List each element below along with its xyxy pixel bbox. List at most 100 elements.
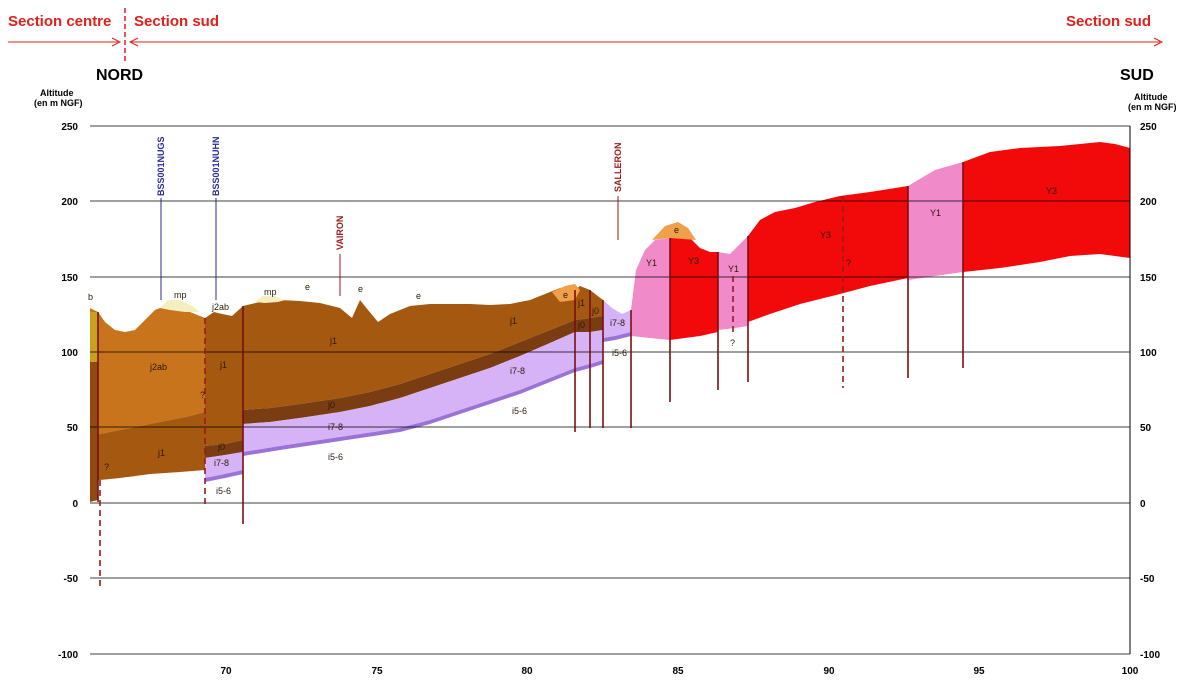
label-e: e — [305, 282, 310, 292]
label-mp: mp — [264, 287, 277, 297]
label-y3: Y3 — [820, 230, 831, 240]
well-label-nugs: BSS001NUGS — [156, 136, 166, 196]
layer-i78-block4 — [575, 330, 603, 368]
y-tick-right: 100 — [1140, 348, 1157, 359]
well-label-vairon: VAIRON — [335, 216, 345, 250]
layer-e-summit — [652, 222, 696, 240]
layer-y3-2 — [748, 186, 908, 322]
y-tick-left: -50 — [64, 574, 79, 585]
layer-j0-block4 — [575, 316, 603, 332]
x-tick: 70 — [220, 666, 232, 677]
layer-mp-central — [255, 296, 285, 303]
layer-j0-main — [243, 320, 575, 424]
label-j1: j1 — [157, 448, 165, 458]
layer-i78-block2 — [205, 452, 243, 478]
right-axis-title-1: Altitude — [1134, 92, 1168, 102]
layer-j0-block2 — [205, 440, 243, 458]
section-centre-arrowhead — [111, 37, 122, 47]
section-sud-label-right: Section sud — [1066, 13, 1151, 30]
y-tick-right: 0 — [1140, 499, 1146, 510]
y-tick-left: 50 — [67, 423, 79, 434]
label-j0: j0 — [577, 320, 585, 330]
label-y1: Y1 — [646, 258, 657, 268]
label-j0: j0 — [591, 306, 599, 316]
y-tick-right: 150 — [1140, 273, 1157, 284]
label-i5-6: i5-6 — [612, 348, 627, 358]
label-j1: j1 — [219, 360, 227, 370]
label-i5-6: i5-6 — [216, 486, 231, 496]
y-tick-right: -100 — [1140, 650, 1160, 661]
label-j0: j0 — [327, 400, 335, 410]
label-j1: j1 — [329, 336, 337, 346]
y-tick-right: 50 — [1140, 423, 1152, 434]
layer-i78-block5 — [603, 300, 631, 338]
label-y3: Y3 — [1046, 186, 1057, 196]
layer-y1-2 — [718, 236, 748, 330]
label-i7-8: i7-8 — [328, 422, 343, 432]
left-axis-title-1: Altitude — [40, 88, 74, 98]
y-tick-right: 200 — [1140, 197, 1157, 208]
label-j0: j0 — [217, 442, 225, 452]
label-j2ab: j2ab — [211, 302, 229, 312]
layer-i56-block5 — [603, 332, 631, 342]
well-label-nuhn: BSS001NUHN — [211, 136, 221, 196]
label-e: e — [674, 225, 679, 235]
layer-y3-3 — [963, 142, 1130, 272]
layer-j1-block2 — [205, 306, 243, 446]
section-header: Section centre Section sud Section sud N… — [8, 8, 1164, 84]
layer-j2ab-north — [90, 306, 205, 436]
section-sud-arrowhead-left — [128, 37, 139, 47]
x-tick: 90 — [823, 666, 835, 677]
label-j2ab: j2ab — [149, 362, 167, 372]
layer-i78-main — [243, 332, 575, 452]
label-b: b — [88, 292, 93, 302]
x-tick: 85 — [672, 666, 684, 677]
wells: BSS001NUGS BSS001NUHN VAIRON SALLERON — [156, 136, 623, 300]
layer-j1-north — [90, 412, 205, 481]
label-i5-6: i5-6 — [328, 452, 343, 462]
label-i7-8: i7-8 — [214, 458, 229, 468]
label-y3: Y3 — [688, 256, 699, 266]
label-i7-8: i7-8 — [610, 318, 625, 328]
layer-y1-3 — [908, 162, 963, 280]
section-centre-label: Section centre — [8, 13, 111, 30]
gridlines — [90, 125, 1131, 655]
geology-layers — [90, 142, 1130, 502]
x-tick: 80 — [521, 666, 533, 677]
label-j1: j1 — [577, 298, 585, 308]
label-question: ? — [200, 390, 205, 400]
label-e: e — [563, 290, 568, 300]
x-tick: 75 — [371, 666, 383, 677]
axis-titles: Altitude (en m NGF) Altitude (en m NGF) — [34, 88, 1177, 112]
y-tick-right: -50 — [1140, 574, 1155, 585]
layer-e-salleron — [552, 284, 580, 302]
label-j1: j1 — [509, 316, 517, 326]
y-tick-labels-right: 250 200 150 100 50 0 -50 -100 — [1140, 122, 1160, 661]
layer-j1-main — [243, 288, 575, 410]
layer-i56-main — [243, 368, 575, 456]
label-e: e — [358, 284, 363, 294]
label-question: ? — [104, 462, 109, 472]
y-tick-left: 150 — [61, 273, 78, 284]
layer-i56-block2 — [205, 470, 243, 482]
x-tick-labels: 70 75 80 85 90 95 100 — [220, 666, 1138, 677]
label-i5-6: i5-6 — [512, 406, 527, 416]
layer-brown-base-north — [90, 362, 98, 502]
y-tick-right: 250 — [1140, 122, 1157, 133]
layer-y3-1 — [670, 238, 718, 340]
south-label: SUD — [1120, 67, 1154, 84]
y-tick-left: 0 — [72, 499, 78, 510]
y-tick-left: 250 — [61, 122, 78, 133]
layer-j1-block4 — [575, 286, 603, 320]
well-label-salleron: SALLERON — [613, 143, 623, 193]
section-sud-arrowhead-right — [1153, 37, 1164, 47]
y-tick-left: 200 — [61, 197, 78, 208]
layer-y1-1 — [631, 238, 670, 340]
layer-mp-north — [160, 300, 200, 312]
layer-i56-block4 — [575, 360, 603, 372]
layer-yellow-north — [90, 312, 98, 362]
faults — [97, 162, 964, 524]
y-tick-left: 100 — [61, 348, 78, 359]
label-e: e — [416, 291, 421, 301]
